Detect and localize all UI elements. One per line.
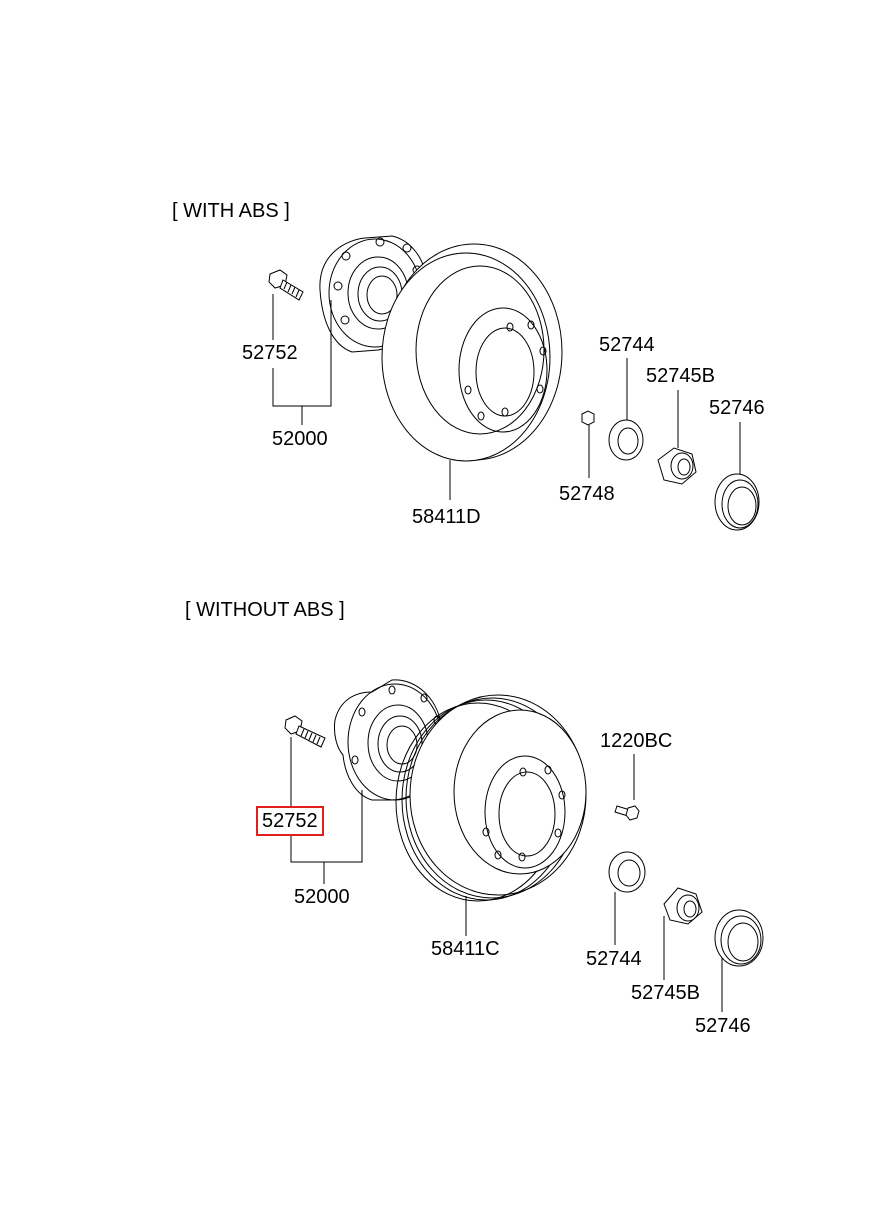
label-1220bc[interactable]: 1220BC: [600, 730, 673, 752]
bolt-1220bc[interactable]: [614, 805, 640, 821]
label-52000-noabs[interactable]: 52000: [294, 886, 350, 908]
label-58411c[interactable]: 58411C: [431, 938, 500, 960]
nut-52745b-abs[interactable]: [657, 447, 697, 485]
label-52744-noabs[interactable]: 52744: [586, 948, 642, 970]
bolt-52748[interactable]: [581, 410, 595, 426]
label-58411d[interactable]: 58411D: [412, 506, 481, 528]
label-52746-noabs[interactable]: 52746: [695, 1015, 751, 1037]
washer-52744-noabs[interactable]: [608, 851, 646, 893]
stud-bolt-52752-noabs[interactable]: [284, 715, 326, 748]
label-52748[interactable]: 52748: [559, 483, 615, 505]
nut-52745b-noabs[interactable]: [663, 887, 703, 925]
stud-bolt-52752-abs[interactable]: [268, 269, 304, 301]
section-title-without-abs: [ WITHOUT ABS ]: [185, 599, 345, 621]
label-52745b-abs[interactable]: 52745B: [646, 365, 715, 387]
label-52752-abs[interactable]: 52752: [242, 342, 298, 364]
leader-52000-bracket-noabs: [290, 790, 363, 884]
cap-52746-noabs[interactable]: [714, 909, 764, 967]
label-52752-noabs-highlighted[interactable]: 52752: [256, 806, 324, 836]
section-title-with-abs: [ WITH ABS ]: [172, 200, 290, 222]
label-52744-abs[interactable]: 52744: [599, 334, 655, 356]
cap-52746-abs[interactable]: [714, 473, 760, 531]
brake-disc-58411d[interactable]: [381, 243, 563, 462]
label-52746-abs[interactable]: 52746: [709, 397, 765, 419]
label-52745b-noabs[interactable]: 52745B: [631, 982, 700, 1004]
washer-52744-abs[interactable]: [608, 419, 644, 461]
label-52000-abs[interactable]: 52000: [272, 428, 328, 450]
leader-52000-bracket-abs: [272, 300, 332, 425]
brake-drum-58411c[interactable]: [395, 694, 587, 902]
